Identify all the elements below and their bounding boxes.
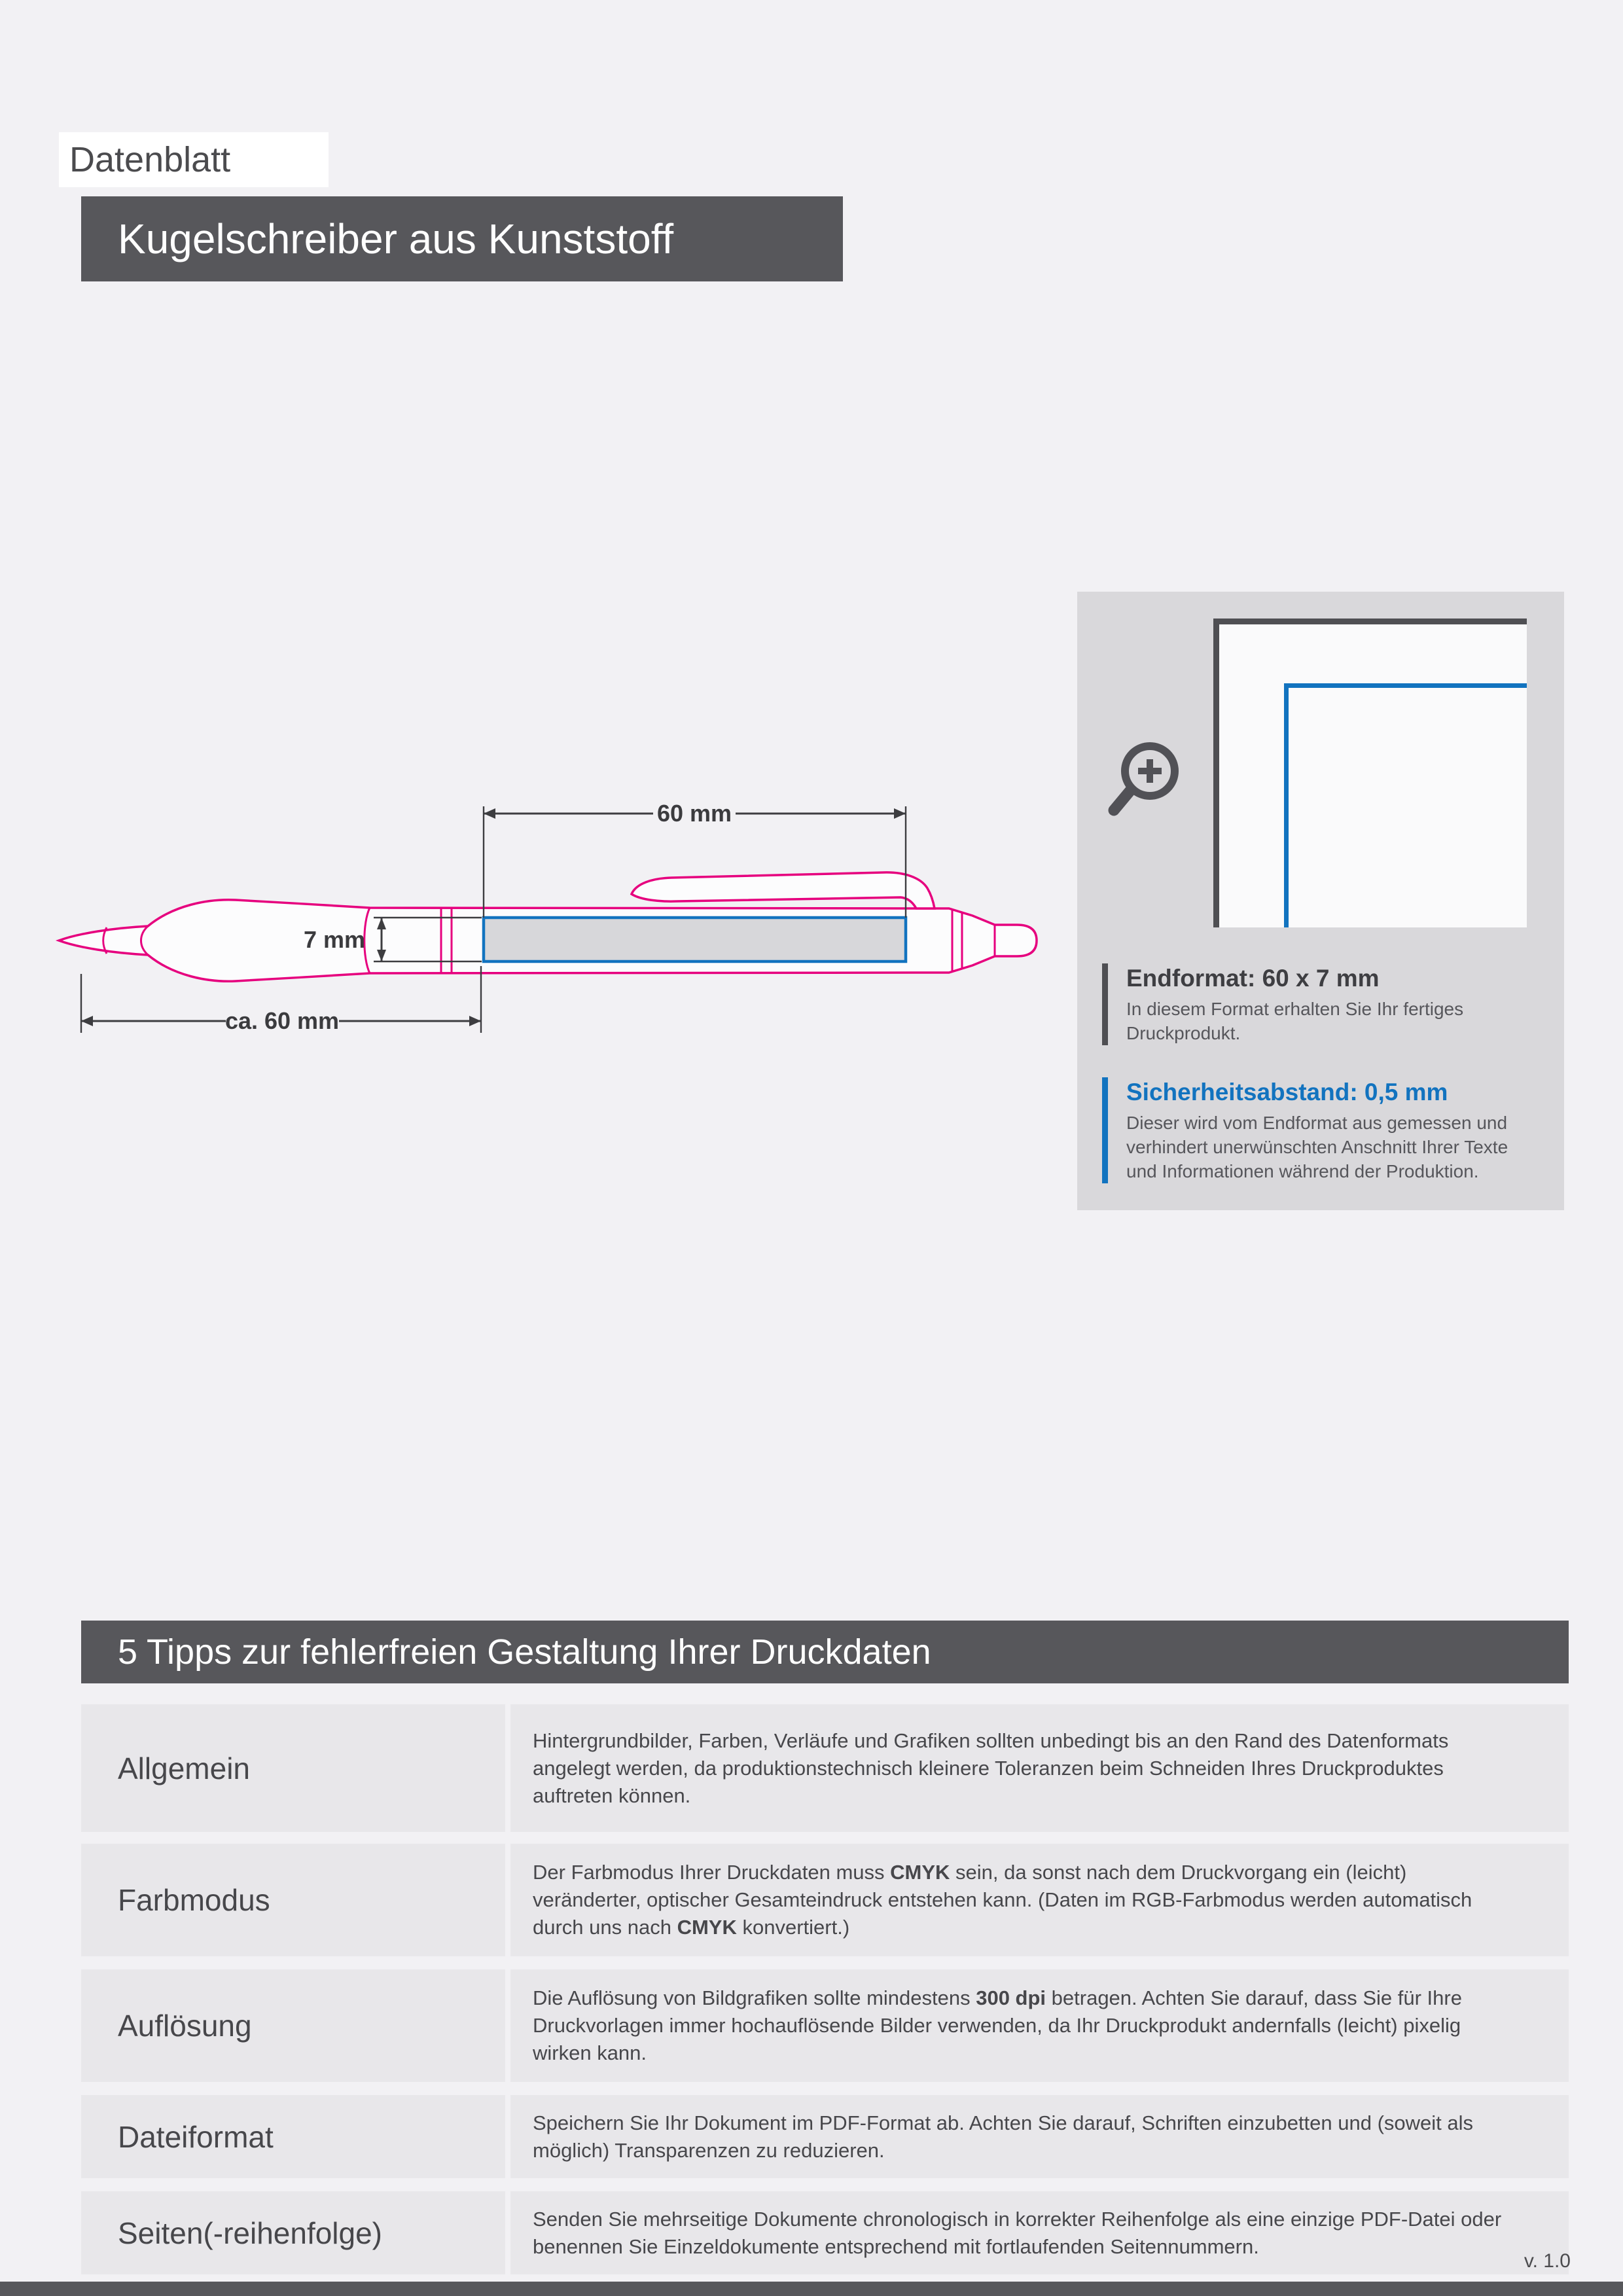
doc-type-label: Datenblatt	[59, 132, 329, 187]
zoom-corner-preview	[1213, 619, 1527, 927]
tip-text: Speichern Sie Ihr Dokument im PDF-Format…	[533, 2111, 1474, 2162]
pen-tip-line	[102, 927, 108, 954]
tip-label-farbmodus: Farbmodus	[81, 1844, 505, 1956]
dim-width-label: 60 mm	[657, 800, 732, 827]
arrowhead-icon	[484, 808, 495, 819]
tip-label-seitenreihenfolge: Seiten(-reihenfolge)	[81, 2191, 505, 2274]
tip-body-aufloesung: Die Auflösung von Bildgrafiken sollte mi…	[510, 1969, 1569, 2082]
endformat-description: In diesem Format erhalten Sie Ihr fertig…	[1126, 999, 1464, 1043]
tip-body-farbmodus: Der Farbmodus Ihrer Druckdaten muss CMYK…	[510, 1844, 1569, 1956]
dim-length-label: ca. 60 mm	[225, 1007, 339, 1034]
endformat-info-block: Endformat: 60 x 7 mm In diesem Format er…	[1102, 963, 1526, 1045]
pen-clip	[630, 871, 936, 910]
tip-text: Die Auflösung von Bildgrafiken sollte mi…	[533, 1986, 1462, 2064]
safety-info-block: Sicherheitsabstand: 0,5 mm Dieser wird v…	[1102, 1077, 1526, 1183]
safety-margin-line-vertical	[1284, 683, 1289, 927]
arrowhead-icon	[81, 1016, 93, 1026]
arrowhead-icon	[377, 918, 386, 929]
tip-text: Senden Sie mehrseitige Dokumente chronol…	[533, 2207, 1502, 2258]
tip-text: Hintergrundbilder, Farben, Verläufe und …	[533, 1729, 1449, 1807]
safety-description: Dieser wird vom Endformat aus gemessen u…	[1126, 1113, 1508, 1181]
pen-technical-drawing: 60 mm 7 mm ca. 60 mm	[55, 800, 1038, 1034]
tip-text: Der Farbmodus Ihrer Druckdaten muss CMYK…	[533, 1861, 1472, 1939]
footer-bar	[0, 2282, 1623, 2296]
arrowhead-icon	[377, 950, 386, 961]
safety-heading: Sicherheitsabstand: 0,5 mm	[1126, 1079, 1448, 1105]
pen-grip-line-rear	[363, 907, 371, 974]
zoom-detail-panel: Endformat: 60 x 7 mm In diesem Format er…	[1077, 592, 1564, 1210]
tip-body-allgemein: Hintergrundbilder, Farben, Verläufe und …	[510, 1704, 1569, 1832]
pen-grip-line-front	[140, 925, 149, 956]
arrowhead-icon	[469, 1016, 481, 1026]
magnifier-plus-icon	[1108, 742, 1179, 816]
tip-label-aufloesung: Auflösung	[81, 1969, 505, 2082]
tip-label-dateiformat: Dateiformat	[81, 2095, 505, 2178]
version-label: v. 1.0	[1524, 2250, 1571, 2272]
tip-label-allgemein: Allgemein	[81, 1704, 505, 1832]
product-title-bar: Kugelschreiber aus Kunststoff	[81, 196, 843, 281]
safety-margin-line-horizontal	[1284, 683, 1527, 688]
print-area-rect	[482, 916, 908, 963]
dim-height-label: 7 mm	[304, 926, 365, 953]
endformat-heading: Endformat: 60 x 7 mm	[1126, 965, 1380, 992]
tip-body-dateiformat: Speichern Sie Ihr Dokument im PDF-Format…	[510, 2095, 1569, 2178]
tips-header: 5 Tipps zur fehlerfreien Gestaltung Ihre…	[81, 1621, 1569, 1683]
tip-body-seitenreihenfolge: Senden Sie mehrseitige Dokumente chronol…	[510, 2191, 1569, 2274]
arrowhead-icon	[894, 808, 906, 819]
